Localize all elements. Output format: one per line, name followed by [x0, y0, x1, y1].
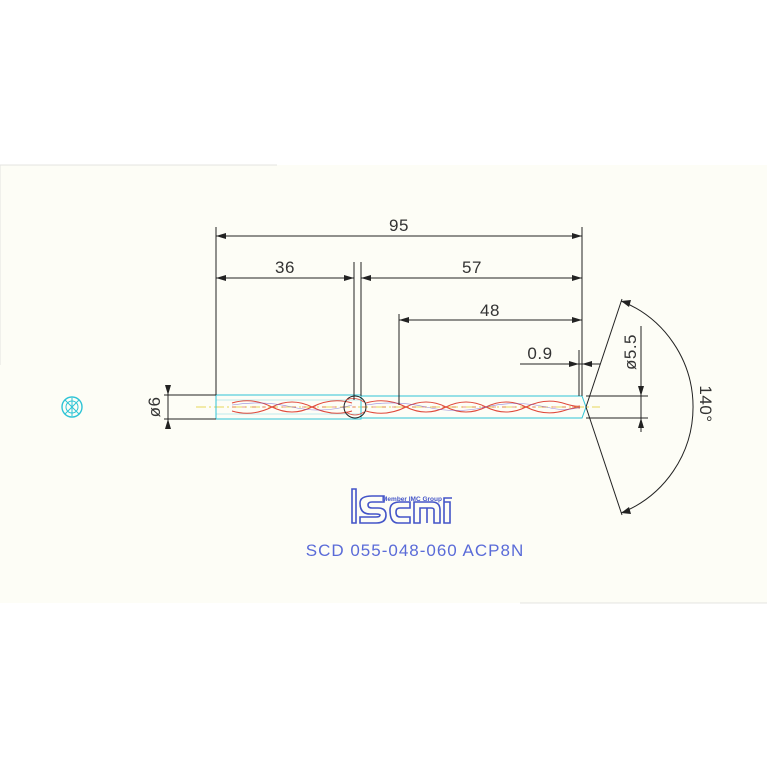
- logo-wordmark: [351, 488, 452, 524]
- dim-flute-arrow-left: [399, 317, 409, 323]
- part-number-title: SCD 055-048-060 ACP8N: [306, 541, 525, 560]
- dim-overall-arrow-right: [572, 233, 582, 239]
- dim-shank-arrow-left: [216, 275, 226, 281]
- dim-flute-length: 48: [480, 301, 500, 320]
- dim-shank-dia-arrow-top: [165, 385, 171, 395]
- dim-shank-length: 36: [275, 258, 295, 277]
- dim-tip-dia-arrow-top: [638, 386, 644, 396]
- ext-angle-lower: [585, 406, 623, 516]
- paper-area: [0, 165, 767, 603]
- dim-body-arrow-right: [572, 275, 582, 281]
- dim-overall-arrow-left: [216, 233, 226, 239]
- dim-overall-length: 95: [389, 216, 409, 235]
- dim-chamfer-arrow-left: [569, 361, 579, 367]
- dim-shank-dia-arrow-bottom: [165, 419, 171, 429]
- flute-helix-secondary: [231, 402, 581, 411]
- dim-body-length: 57: [462, 258, 482, 277]
- ext-angle-upper: [585, 298, 623, 408]
- dim-angle-arrow-bottom: [621, 507, 631, 514]
- tolerance-symbol-icon: [61, 396, 83, 418]
- dim-chamfer-length: 0.9: [527, 344, 552, 363]
- dim-tip-diameter: ø5.5: [621, 334, 640, 370]
- dim-body-arrow-left: [361, 275, 371, 281]
- dim-chamfer-arrow-right: [582, 361, 592, 367]
- dim-flute-arrow-right: [572, 317, 582, 323]
- dim-angle-arrow-top: [621, 300, 631, 307]
- dim-point-angle: 140°: [696, 385, 715, 422]
- logo-tagline: Member IMC Group: [382, 496, 442, 503]
- dim-shank-diameter: ø6: [145, 397, 164, 418]
- transition-sphere-hatch: [345, 398, 365, 416]
- dim-tip-dia-arrow-bottom: [638, 418, 644, 428]
- transition-sphere: [343, 395, 367, 419]
- dim-angle-arc: [620, 300, 694, 514]
- shank-outline: [215, 394, 362, 420]
- dim-shank-arrow-right: [344, 275, 354, 281]
- brand-logo: Member IMC Group: [351, 488, 452, 524]
